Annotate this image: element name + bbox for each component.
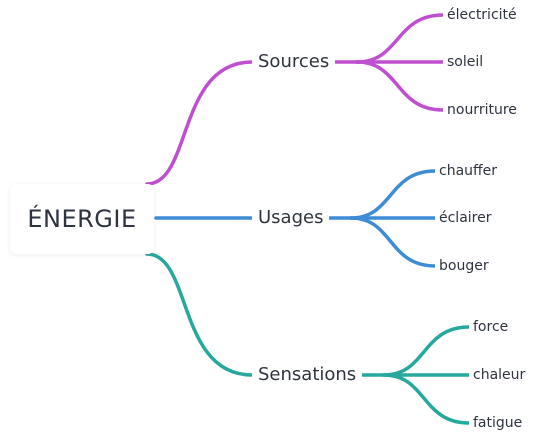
- branch-node-sensations[interactable]: Sensations: [252, 363, 363, 387]
- edge-branch-leaf-1-2: [349, 216, 437, 268]
- branch-node-usages[interactable]: Usages: [252, 206, 330, 230]
- leaf-node-electricite[interactable]: électricité: [443, 6, 521, 24]
- leaf-node-nourriture[interactable]: nourriture: [443, 101, 521, 119]
- edge-branch-leaf-2-0: [382, 325, 471, 377]
- root-label: ÉNERGIE: [27, 205, 137, 233]
- leaf-node-soleil[interactable]: soleil: [443, 53, 488, 71]
- edge-branch-leaf-0-0: [355, 13, 445, 64]
- edge-root-branch-0: [145, 60, 254, 186]
- leaf-node-eclairer[interactable]: éclairer: [435, 209, 496, 227]
- leaf-node-chauffer[interactable]: chauffer: [435, 162, 502, 180]
- mindmap-edges: [145, 13, 471, 425]
- leaf-node-fatigue[interactable]: fatigue: [469, 414, 527, 432]
- leaf-node-chaleur[interactable]: chaleur: [469, 366, 530, 384]
- branch-node-sources[interactable]: Sources: [252, 50, 336, 74]
- edge-branch-leaf-0-2: [355, 60, 445, 112]
- leaf-node-force[interactable]: force: [469, 318, 513, 336]
- root-node[interactable]: ÉNERGIE: [10, 184, 154, 254]
- leaf-node-bouger[interactable]: bouger: [435, 257, 493, 275]
- edge-branch-leaf-1-0: [349, 169, 437, 220]
- edge-root-branch-2: [145, 252, 254, 377]
- edge-branch-leaf-2-2: [382, 373, 471, 425]
